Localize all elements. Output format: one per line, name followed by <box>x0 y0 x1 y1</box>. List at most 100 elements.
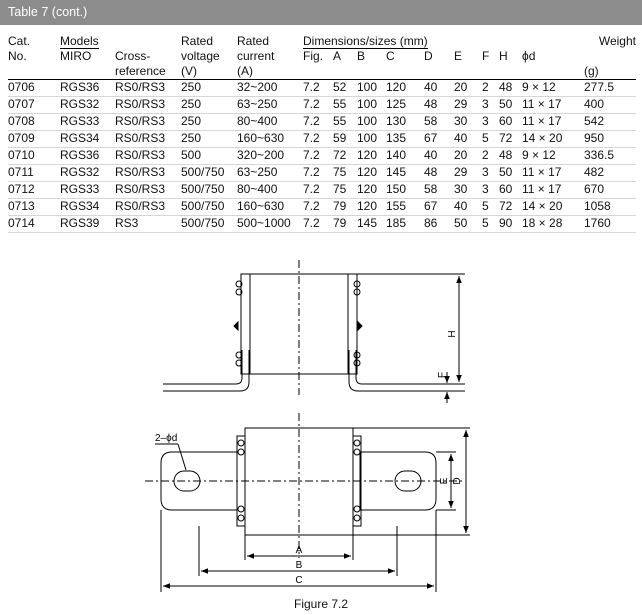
table-cell: 11 × 17 <box>522 181 584 199</box>
header-reference: reference <box>115 64 181 80</box>
table-cell: 250 <box>181 113 237 131</box>
table-cell: 59 <box>333 130 357 148</box>
table-cell: RS0/RS3 <box>115 79 181 97</box>
table-cell: 0712 <box>8 181 60 199</box>
table-cell: 7.2 <box>303 215 333 233</box>
table-cell: 2 <box>482 147 499 165</box>
table-cell: 0708 <box>8 113 60 131</box>
table-cell: 7.2 <box>303 113 333 131</box>
side-view: H F <box>163 260 465 403</box>
dim-label-b: B <box>296 560 303 571</box>
table-cell: 50 <box>499 96 522 114</box>
table-cell: 160~630 <box>237 130 303 148</box>
table-cell: 120 <box>386 79 424 97</box>
table-cell: 500~1000 <box>237 215 303 233</box>
table-cell: 7.2 <box>303 198 333 216</box>
table-cell: 0713 <box>8 198 60 216</box>
table-cell: 500/750 <box>181 215 237 233</box>
table-cell: 79 <box>333 198 357 216</box>
header-rated-current: Rated <box>237 34 270 48</box>
header-current-unit: (A) <box>237 64 303 80</box>
table-cell: 30 <box>454 113 482 131</box>
header-models: Models <box>60 34 99 49</box>
plan-view: 2–ϕd D E A B C <box>145 413 470 592</box>
table-cell: 50 <box>499 164 522 182</box>
table-cell: 72 <box>499 130 522 148</box>
table-cell: 48 <box>499 79 522 97</box>
spec-table: Cat. Models Rated Rated Dimensions/sizes… <box>8 34 636 233</box>
table-cell: 135 <box>386 130 424 148</box>
table-cell: 55 <box>333 96 357 114</box>
table-cell: 0711 <box>8 164 60 182</box>
dim-label-c: C <box>295 575 302 586</box>
table-cell: 58 <box>424 113 454 131</box>
table-cell: RGS36 <box>60 79 115 97</box>
table-cell: 670 <box>584 181 636 199</box>
table-cell: 320~200 <box>237 147 303 165</box>
table-cell: 40 <box>424 79 454 97</box>
table-cell: 0710 <box>8 147 60 165</box>
header-rated-voltage: Rated <box>181 34 214 48</box>
table-cell: RGS34 <box>60 198 115 216</box>
header-dimensions: Dimensions/sizes (mm) <box>303 34 428 49</box>
table-cell: 1058 <box>584 198 636 216</box>
table-cell: 9 × 12 <box>522 79 584 97</box>
table-cell: 120 <box>357 164 386 182</box>
table-cell: 500 <box>181 147 237 165</box>
table-cell: 20 <box>454 147 482 165</box>
table-cell: 67 <box>424 130 454 148</box>
header-cat: Cat. <box>8 34 31 48</box>
table-cell: 11 × 17 <box>522 96 584 114</box>
table-cell: 7.2 <box>303 181 333 199</box>
header-current: current <box>237 49 275 63</box>
table-cell: 100 <box>357 79 386 97</box>
header-cat-no: No. <box>8 49 27 63</box>
table-cell: 100 <box>357 113 386 131</box>
table-cell: 67 <box>424 198 454 216</box>
table-cell: 75 <box>333 181 357 199</box>
table-cell: 125 <box>386 96 424 114</box>
table-cell: 3 <box>482 113 499 131</box>
table-cell: 160~630 <box>237 198 303 216</box>
table-cell: 100 <box>357 96 386 114</box>
table-cell: 80~400 <box>237 181 303 199</box>
table-cell: 500/750 <box>181 164 237 182</box>
table-cell: 1760 <box>584 215 636 233</box>
table-cell: 0706 <box>8 79 60 97</box>
table-cell: 80~400 <box>237 113 303 131</box>
table-cell: 542 <box>584 113 636 131</box>
dim-label-f: F <box>437 372 448 378</box>
table-cell: 482 <box>584 164 636 182</box>
header-a: A <box>333 49 342 63</box>
figure-caption: Figure 7.2 <box>293 597 349 611</box>
table-cell: RGS32 <box>60 96 115 114</box>
table-title: Table 7 (cont.) <box>0 0 642 25</box>
table-cell: 500/750 <box>181 181 237 199</box>
table-cell: 100 <box>357 130 386 148</box>
table-cell: 145 <box>386 164 424 182</box>
header-voltage: voltage <box>181 49 220 63</box>
table-cell: 52 <box>333 79 357 97</box>
table-cell: 72 <box>333 147 357 165</box>
table-cell: 120 <box>357 198 386 216</box>
table-cell: 20 <box>454 79 482 97</box>
table-cell: RGS39 <box>60 215 115 233</box>
table-cell: 277.5 <box>584 79 636 97</box>
table-cell: 500/750 <box>181 198 237 216</box>
table-cell: 55 <box>333 113 357 131</box>
table-cell: 48 <box>424 96 454 114</box>
table-cell: 63~250 <box>237 164 303 182</box>
table-cell: 3 <box>482 164 499 182</box>
table-cell: 40 <box>424 147 454 165</box>
table-cell: 250 <box>181 79 237 97</box>
dim-label-2phid: 2–ϕd <box>155 433 177 444</box>
table-cell: RS0/RS3 <box>115 130 181 148</box>
table-cell: 130 <box>386 113 424 131</box>
